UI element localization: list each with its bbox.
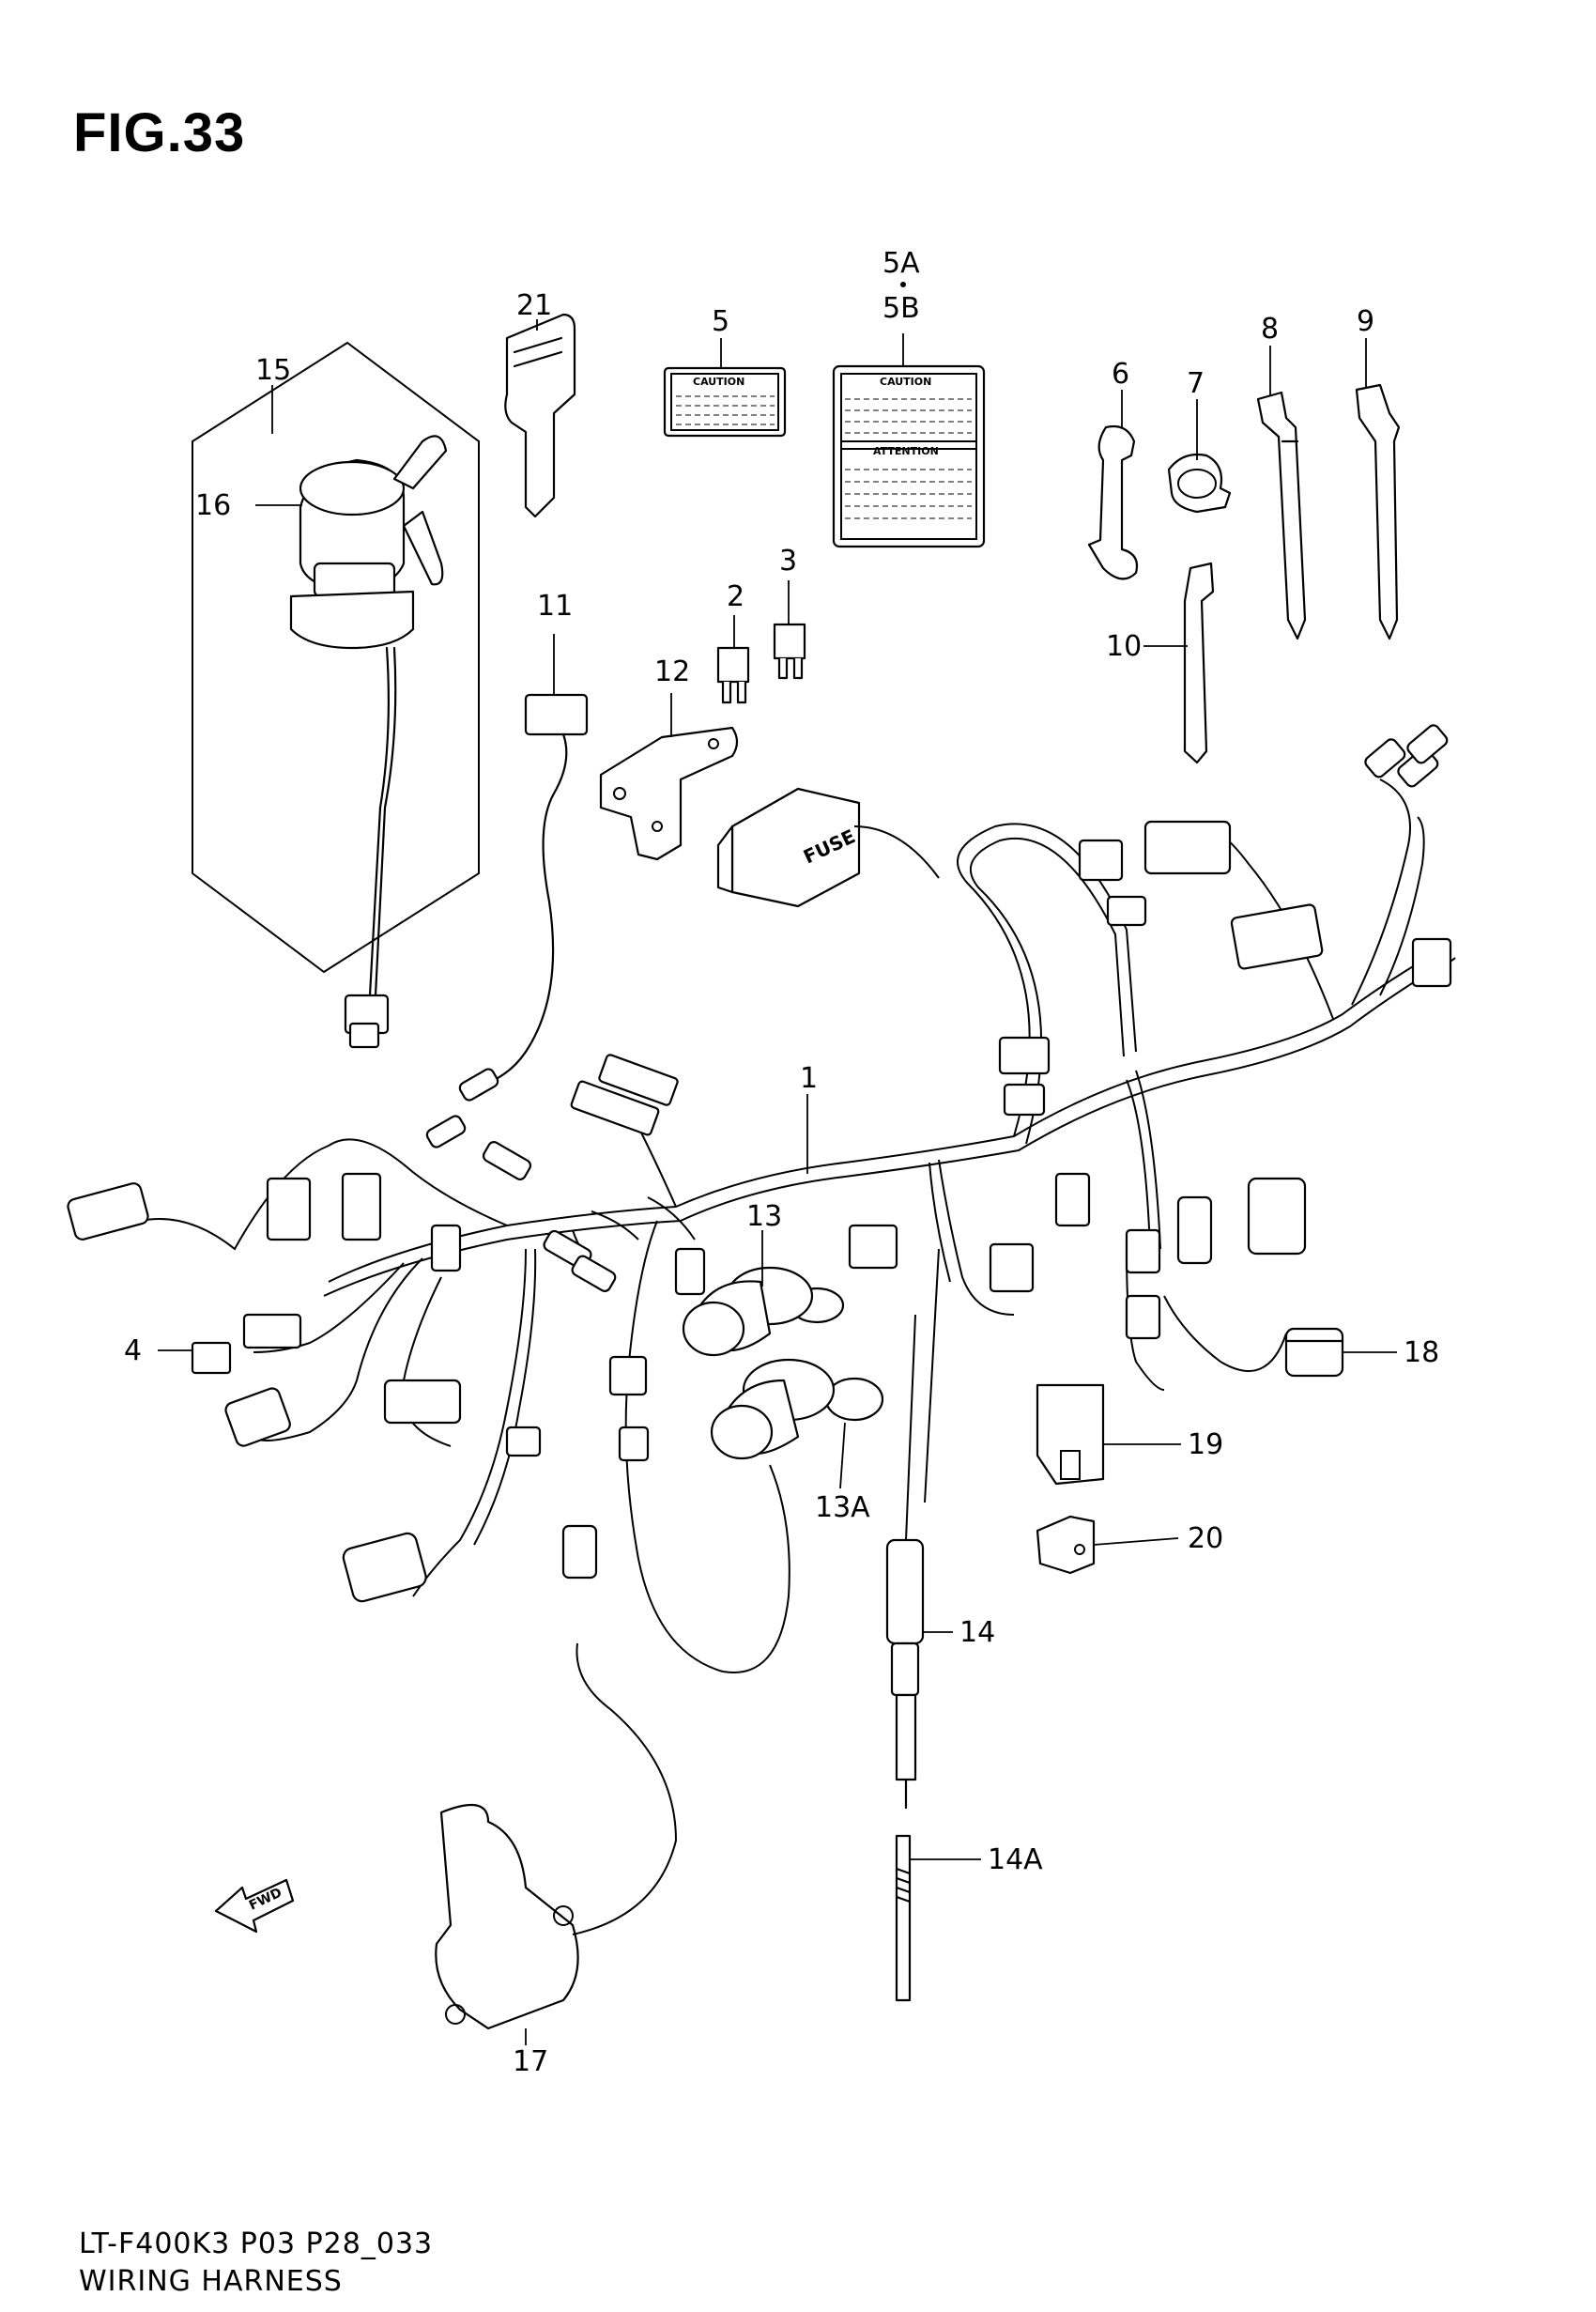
callout-5: 5 xyxy=(712,305,729,338)
callout-10: 10 xyxy=(1106,630,1142,663)
bracket-20 xyxy=(1036,1515,1096,1575)
callout-7: 7 xyxy=(1187,367,1205,400)
ignition-switch-kit xyxy=(192,341,480,1049)
harness-clamp xyxy=(1087,424,1139,580)
bulb-socket-13 xyxy=(682,1266,845,1357)
callout-6: 6 xyxy=(1112,358,1129,391)
callout-12: 12 xyxy=(654,655,690,688)
callout-17: 17 xyxy=(513,2045,548,2078)
callout-13: 13 xyxy=(746,1200,782,1233)
forward-arrow-icon: FWD xyxy=(214,1878,295,1934)
fuse-box: FUSE xyxy=(716,787,861,908)
main-wiring-harness xyxy=(140,778,1456,1673)
sensor-15 xyxy=(885,1314,925,1810)
harness-connectors xyxy=(67,724,1452,1603)
callout-21: 21 xyxy=(516,289,552,322)
callout-8: 8 xyxy=(1261,313,1279,346)
callout-4: 4 xyxy=(124,1334,142,1367)
ignition-key xyxy=(504,313,576,518)
cable-tie-9 xyxy=(1355,383,1401,640)
attention-text: ATTENTION xyxy=(873,445,939,457)
caution-text: CAUTION xyxy=(693,376,744,388)
probe-16 xyxy=(895,1834,912,2002)
callout-14a: 16 xyxy=(195,489,231,522)
callout-16: 14A xyxy=(988,1843,1043,1876)
figure-name: WIRING HARNESS xyxy=(79,2265,343,2298)
figure-code: LT-F400K3 P03 P28_033 xyxy=(79,2227,434,2260)
fuse-3 xyxy=(773,623,806,680)
hose-clamp xyxy=(1167,453,1232,514)
switch-17 xyxy=(435,1642,678,2030)
callout-15: 14 xyxy=(959,1616,995,1649)
callout-1: 1 xyxy=(800,1062,818,1095)
fuse-2 xyxy=(716,646,750,704)
bulb-socket-13a xyxy=(710,1358,884,1460)
callout-20: 20 xyxy=(1188,1522,1223,1555)
callout-19: 19 xyxy=(1188,1428,1223,1461)
caution-text-large: CAUTION xyxy=(880,376,931,388)
harness-band xyxy=(1183,562,1215,764)
fuse-bracket xyxy=(599,726,739,861)
caution-label-small: CAUTION xyxy=(663,366,787,438)
callout-2: 2 xyxy=(727,580,744,613)
callout-11: 11 xyxy=(537,590,573,623)
callout-5a: 5A xyxy=(882,247,920,280)
relay-18 xyxy=(1284,1327,1344,1378)
callout-14: 15 xyxy=(255,354,291,387)
callout-9: 9 xyxy=(1357,305,1374,338)
relay-19 xyxy=(1036,1383,1105,1486)
callout-labels: 15 16 21 5 5A 5B 6 7 8 9 10 11 12 2 3 1 … xyxy=(124,247,1439,2078)
callout-18: 18 xyxy=(1404,1336,1439,1369)
connector-11 xyxy=(468,693,589,1091)
callout-5b: 5B xyxy=(882,292,920,325)
figure-title: FIG.33 xyxy=(73,102,246,163)
callout-13a: 13A xyxy=(815,1491,870,1524)
cable-tie-8 xyxy=(1256,391,1307,640)
callout-3: 3 xyxy=(779,545,797,578)
caution-attention-label: CAUTION ATTENTION xyxy=(832,364,986,548)
leader-lines xyxy=(158,282,1397,2045)
